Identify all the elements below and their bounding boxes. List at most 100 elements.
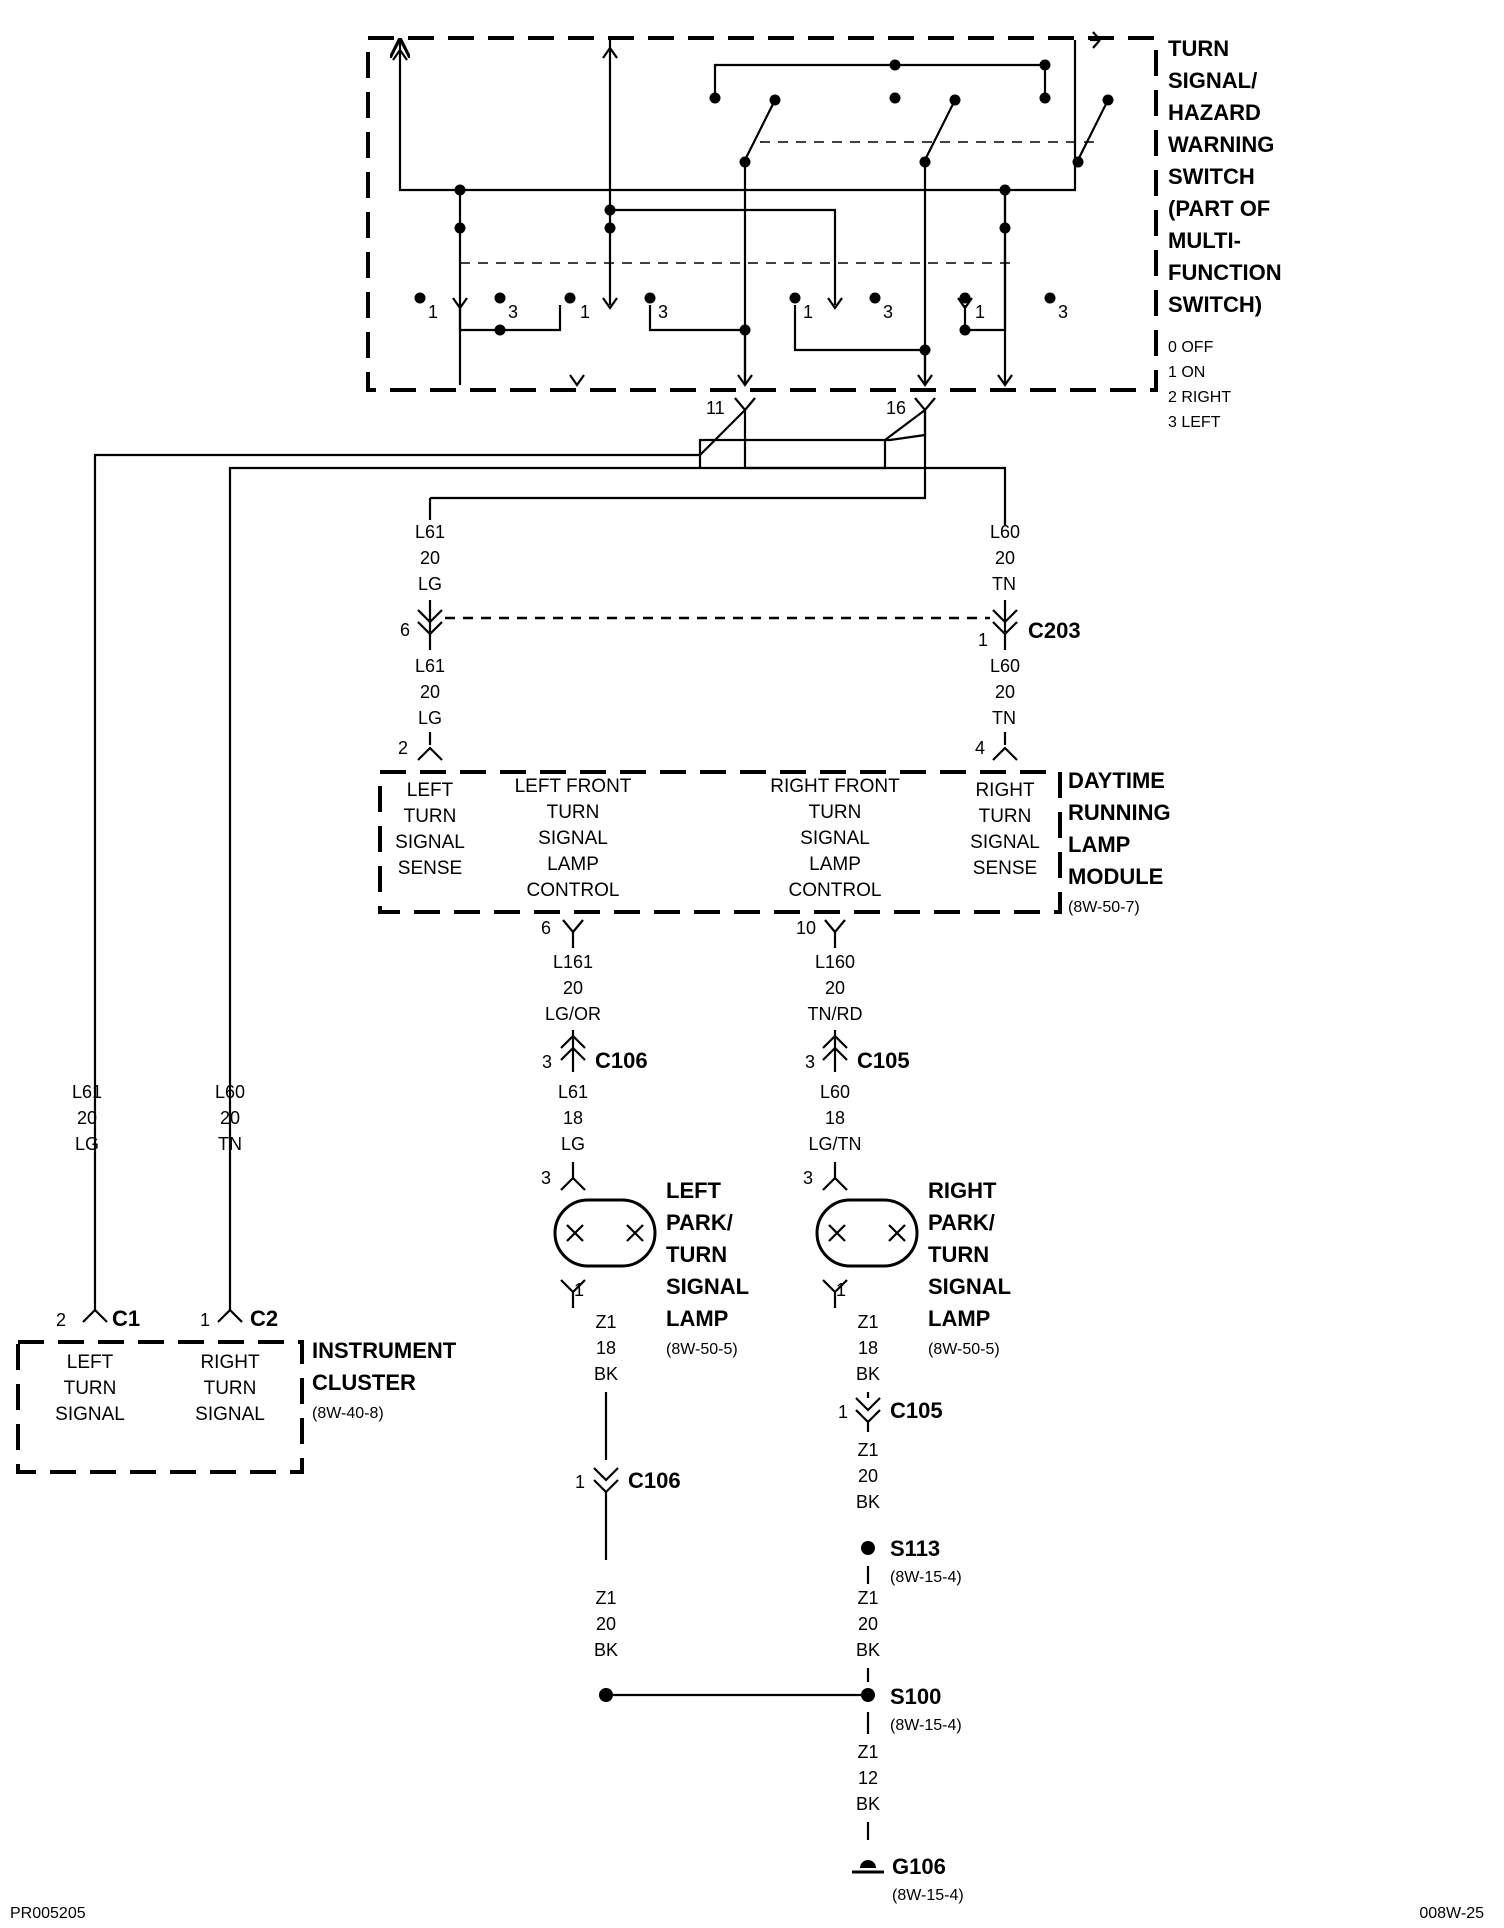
svg-text:SIGNAL: SIGNAL — [928, 1274, 1011, 1299]
svg-text:SIGNAL: SIGNAL — [55, 1404, 125, 1425]
svg-text:1: 1 — [575, 1472, 585, 1492]
svg-text:20: 20 — [563, 978, 583, 998]
svg-text:LEFT: LEFT — [407, 780, 454, 801]
svg-text:LG: LG — [561, 1134, 585, 1154]
pos-label: 1 — [428, 302, 438, 322]
svg-text:20: 20 — [995, 682, 1015, 702]
drl-label-right-sense: RIGHT TURN SIGNAL SENSE — [970, 780, 1040, 879]
svg-text:L60: L60 — [990, 656, 1020, 676]
svg-text:(8W-15-4): (8W-15-4) — [890, 1569, 962, 1586]
svg-text:TURN: TURN — [64, 1378, 117, 1399]
wire-l60-top: L60 20 TN — [990, 522, 1020, 594]
drl-pin-6: 6 — [541, 918, 551, 938]
svg-text:LAMP: LAMP — [1068, 832, 1130, 857]
drl-pin-4: 4 — [975, 738, 985, 758]
svg-text:1 ON: 1 ON — [1168, 364, 1205, 381]
svg-text:C106: C106 — [595, 1048, 648, 1073]
svg-text:TN/RD: TN/RD — [808, 1004, 863, 1024]
svg-text:RIGHT FRONT: RIGHT FRONT — [770, 776, 900, 797]
svg-text:2: 2 — [56, 1310, 66, 1330]
svg-text:HAZARD: HAZARD — [1168, 100, 1261, 125]
pos-label: 3 — [508, 302, 518, 322]
svg-text:SIGNAL: SIGNAL — [395, 832, 465, 853]
svg-text:20: 20 — [77, 1108, 97, 1128]
wire-l161: L161 20 LG/OR — [545, 952, 601, 1024]
svg-text:(8W-50-7): (8W-50-7) — [1068, 899, 1140, 916]
svg-text:WARNING: WARNING — [1168, 132, 1274, 157]
svg-text:20: 20 — [420, 548, 440, 568]
drl-label-left-sense: LEFT TURN SIGNAL SENSE — [395, 780, 465, 879]
svg-text:Z1: Z1 — [857, 1742, 878, 1762]
pos-label: 3 — [658, 302, 668, 322]
svg-text:L60: L60 — [215, 1082, 245, 1102]
pos-label: 1 — [975, 302, 985, 322]
svg-text:S100: S100 — [890, 1684, 941, 1709]
svg-text:1: 1 — [838, 1402, 848, 1422]
svg-text:(8W-15-4): (8W-15-4) — [892, 1887, 964, 1904]
svg-text:BK: BK — [594, 1364, 618, 1384]
wire-z1-12: Z1 12 BK — [856, 1742, 880, 1814]
pos-label: 1 — [580, 302, 590, 322]
c203-label: C203 — [1028, 618, 1081, 643]
s100-splice: S100 (8W-15-4) — [890, 1684, 962, 1734]
svg-text:TURN: TURN — [979, 806, 1032, 827]
svg-text:LAMP: LAMP — [809, 854, 861, 875]
svg-text:L61: L61 — [415, 656, 445, 676]
svg-text:MODULE: MODULE — [1068, 864, 1163, 889]
svg-text:18: 18 — [858, 1338, 878, 1358]
svg-text:L161: L161 — [553, 952, 593, 972]
drl-outline — [378, 770, 1062, 914]
svg-text:L60: L60 — [990, 522, 1020, 542]
svg-text:18: 18 — [563, 1108, 583, 1128]
svg-text:TURN: TURN — [547, 802, 600, 823]
c1-label: C1 — [112, 1306, 140, 1331]
svg-text:20: 20 — [220, 1108, 240, 1128]
svg-text:SIGNAL: SIGNAL — [800, 828, 870, 849]
svg-text:1: 1 — [978, 630, 988, 650]
right-lamp: 3 1 RIGHT PARK/ TURN SIGNAL LAMP (8W-50-… — [803, 1162, 1011, 1358]
wire-second-left: L60 20 TN — [215, 1082, 245, 1154]
wire-z1-18-left: Z1 18 BK — [594, 1312, 618, 1384]
svg-text:Z1: Z1 — [857, 1312, 878, 1332]
svg-text:TURN: TURN — [809, 802, 862, 823]
svg-text:LG: LG — [418, 708, 442, 728]
footer-right-code: 008W-25 — [1419, 1905, 1484, 1922]
wire-l61-top: L61 20 LG — [415, 522, 445, 594]
svg-text:Z1: Z1 — [595, 1312, 616, 1332]
switch-legend: 0 OFF 1 ON 2 RIGHT 3 LEFT — [1168, 339, 1231, 431]
svg-text:SIGNAL: SIGNAL — [195, 1404, 265, 1425]
wire-z1-20-r2: Z1 20 BK — [856, 1588, 880, 1660]
svg-text:1: 1 — [200, 1310, 210, 1330]
svg-text:SIGNAL: SIGNAL — [666, 1274, 749, 1299]
svg-text:3: 3 — [803, 1168, 813, 1188]
g106-ground: G106 (8W-15-4) — [852, 1854, 964, 1904]
drl-title: DAYTIME RUNNING LAMP MODULE (8W-50-7) — [1068, 768, 1171, 916]
svg-text:DAYTIME: DAYTIME — [1068, 768, 1165, 793]
svg-text:TN: TN — [218, 1134, 242, 1154]
svg-text:TN: TN — [992, 574, 1016, 594]
svg-text:L60: L60 — [820, 1082, 850, 1102]
c203-connector: 6 1 C203 — [400, 609, 1081, 650]
svg-text:CLUSTER: CLUSTER — [312, 1370, 416, 1395]
instrument-cluster: 2 C1 1 C2 LEFT TURN SIGNAL RIGHT TURN SI… — [16, 1306, 457, 1474]
svg-text:20: 20 — [420, 682, 440, 702]
svg-text:TURN: TURN — [404, 806, 457, 827]
left-lamp: 3 1 LEFT PARK/ TURN SIGNAL LAMP (8W-50-5… — [541, 1162, 749, 1358]
drl-label-right-ctrl: RIGHT FRONT TURN SIGNAL LAMP CONTROL — [770, 776, 900, 901]
svg-text:BK: BK — [856, 1640, 880, 1660]
cluster-outline — [16, 1340, 304, 1474]
svg-text:Z1: Z1 — [595, 1588, 616, 1608]
svg-text:TURN: TURN — [666, 1242, 727, 1267]
c105-bottom-connector: 1 C105 — [838, 1397, 943, 1432]
svg-text:SWITCH): SWITCH) — [1168, 292, 1262, 317]
svg-text:1: 1 — [836, 1280, 846, 1300]
svg-text:TN: TN — [992, 708, 1016, 728]
svg-text:LG: LG — [75, 1134, 99, 1154]
svg-text:Z1: Z1 — [857, 1588, 878, 1608]
svg-text:20: 20 — [858, 1614, 878, 1634]
svg-text:0 OFF: 0 OFF — [1168, 339, 1214, 356]
svg-text:18: 18 — [596, 1338, 616, 1358]
svg-text:LG: LG — [418, 574, 442, 594]
svg-text:G106: G106 — [892, 1854, 946, 1879]
wire-z1-18-right: Z1 18 BK — [856, 1312, 880, 1384]
